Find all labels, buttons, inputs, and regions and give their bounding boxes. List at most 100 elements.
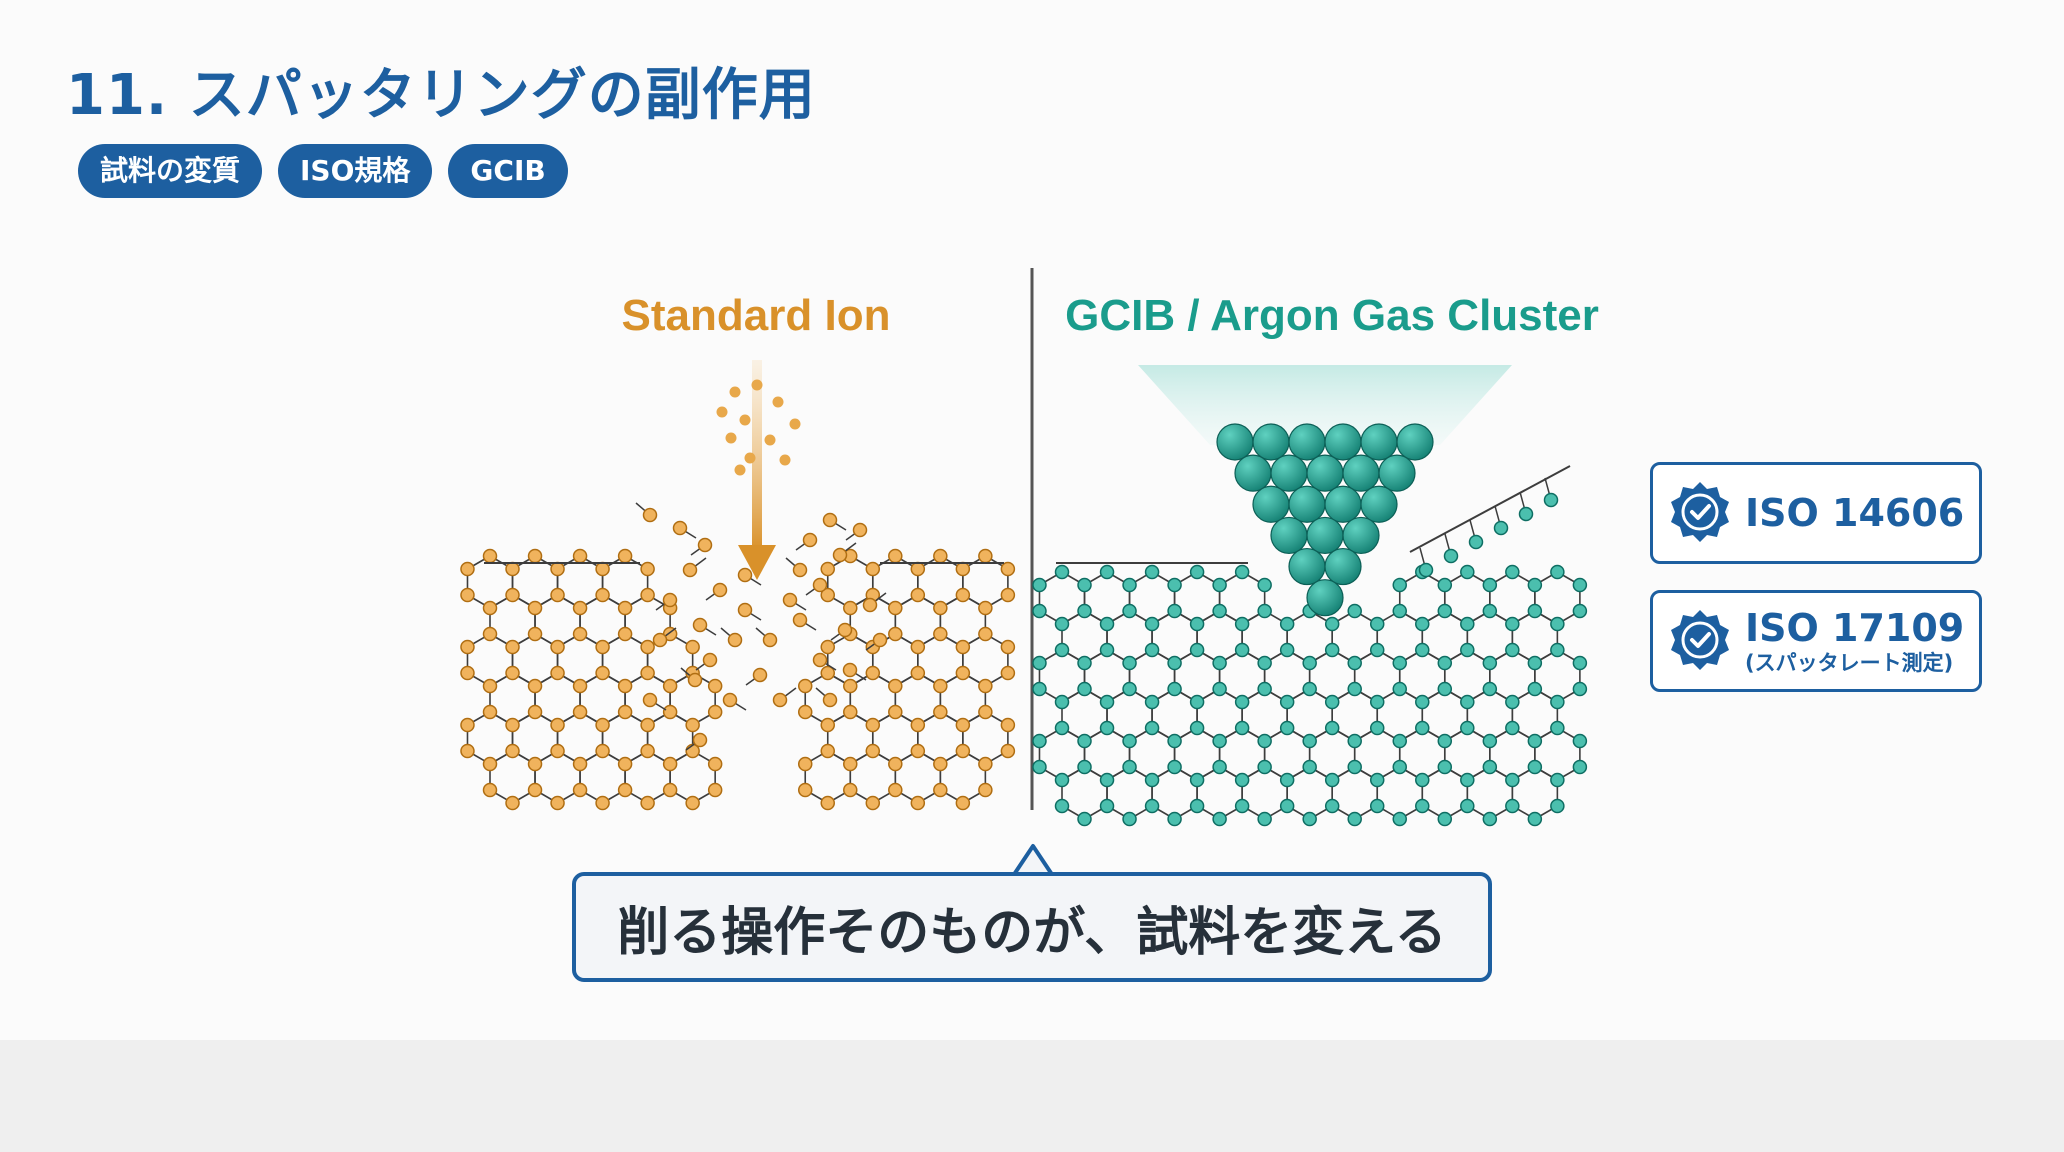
- lattice-atom: [1415, 642, 1430, 658]
- lattice-atom: [640, 639, 655, 655]
- lattice-atom: [978, 600, 993, 616]
- argon-atom: [1288, 485, 1326, 523]
- lattice-atom: [1347, 603, 1362, 619]
- lattice-atom: [978, 704, 993, 720]
- lattice-atom: [527, 704, 543, 720]
- argon-cluster: [1216, 423, 1434, 617]
- lattice-atom: [1369, 798, 1385, 814]
- lattice-atom: [1369, 694, 1385, 710]
- lattice-atom: [707, 756, 723, 772]
- lattice-atom: [1189, 772, 1205, 788]
- lattice-atom: [1212, 655, 1227, 671]
- lattice-atom: [955, 795, 971, 811]
- damaged-lattice: [460, 548, 1016, 811]
- lattice-atom: [1324, 798, 1340, 814]
- lattice-atom: [1347, 759, 1362, 775]
- lattice-atom: [910, 717, 926, 733]
- lattice-atom: [550, 665, 565, 681]
- lattice-atom: [797, 704, 813, 720]
- lattice-atom: [1122, 811, 1137, 827]
- lattice-atom: [978, 782, 993, 798]
- fragment-atom: [737, 602, 753, 618]
- fragment-atom: [702, 652, 718, 668]
- lattice-atom: [460, 717, 475, 733]
- lattice-atom: [1550, 772, 1565, 788]
- argon-atom: [1288, 547, 1326, 586]
- lattice-atom: [1415, 616, 1430, 632]
- lattice-atom: [1527, 681, 1543, 697]
- lattice-atom: [527, 600, 543, 616]
- lattice-atom: [1054, 798, 1070, 814]
- lattice-atom: [910, 665, 926, 681]
- lattice-atom: [640, 743, 655, 759]
- lattice-atom: [955, 717, 971, 733]
- lattice-atom: [1527, 733, 1543, 749]
- lattice-atom: [617, 548, 633, 564]
- fragment-atom: [772, 692, 788, 708]
- page-title: 11. スパッタリングの副作用: [66, 63, 816, 128]
- lattice-atom: [482, 678, 498, 694]
- lattice-atom: [1077, 733, 1092, 749]
- ion-particle: [734, 464, 746, 476]
- lattice-atom: [617, 756, 633, 772]
- lattice-atom: [1032, 759, 1047, 775]
- lattice-atom: [955, 743, 971, 759]
- lattice-atom: [460, 665, 475, 681]
- fragment-atom: [822, 512, 838, 528]
- argon-atom: [1234, 454, 1272, 492]
- lattice-atom: [1527, 811, 1543, 827]
- lattice-atom: [955, 587, 971, 603]
- lattice-atom: [1099, 564, 1115, 580]
- lattice-atom: [1032, 603, 1047, 619]
- fragment-atom: [762, 632, 778, 648]
- lattice-atom: [482, 782, 498, 798]
- lattice-atom: [1324, 720, 1340, 736]
- lattice-atom: [1460, 564, 1475, 580]
- peeled-layer: [1409, 465, 1571, 553]
- lattice-atom: [1279, 694, 1295, 710]
- lattice-atom: [595, 561, 610, 577]
- fragment-atom: [687, 672, 703, 688]
- lattice-atom: [1550, 616, 1565, 632]
- fragment-atom: [662, 592, 678, 608]
- lattice-atom: [1122, 759, 1137, 775]
- lattice-atom: [1392, 733, 1407, 749]
- argon-atom: [1342, 516, 1380, 555]
- lattice-atom: [1077, 603, 1092, 619]
- lattice-atom: [1099, 772, 1115, 788]
- ion-particle: [739, 414, 751, 426]
- verified-badge-icon: [1671, 610, 1729, 670]
- lattice-atom: [1077, 681, 1092, 697]
- lattice-atom: [888, 600, 903, 616]
- lattice-atom: [1000, 665, 1016, 681]
- lattice-atom: [685, 639, 700, 655]
- lattice-atom: [1234, 798, 1250, 814]
- conclusion-callout: 削る操作そのものが、試料を変える: [572, 872, 1492, 982]
- lattice-atom: [550, 795, 565, 811]
- lattice-atom: [978, 756, 993, 772]
- fragment-atom: [792, 562, 808, 578]
- lattice-atom: [1324, 642, 1340, 658]
- lattice-atom: [1212, 733, 1227, 749]
- lattice-atom: [1460, 720, 1475, 736]
- lattice-atom: [662, 756, 678, 772]
- lattice-atom: [1234, 772, 1250, 788]
- argon-atom: [1306, 579, 1344, 617]
- lattice-atom: [505, 561, 520, 577]
- lattice-atom: [1324, 616, 1340, 632]
- lattice-atom: [1460, 642, 1475, 658]
- lattice-atom: [1482, 811, 1498, 827]
- lattice-atom: [1550, 564, 1565, 580]
- lattice-atom: [505, 639, 520, 655]
- lattice-atom: [1460, 694, 1475, 710]
- lattice-atom: [1482, 655, 1498, 671]
- lattice-atom: [1167, 733, 1182, 749]
- lattice-atom: [1279, 772, 1295, 788]
- lattice-atom: [933, 782, 948, 798]
- lattice-atom: [865, 743, 881, 759]
- lattice-atom: [1000, 743, 1016, 759]
- lattice-atom: [865, 795, 881, 811]
- lattice-atom: [1000, 639, 1016, 655]
- lattice-atom: [505, 795, 520, 811]
- fragment-atom: [727, 632, 743, 648]
